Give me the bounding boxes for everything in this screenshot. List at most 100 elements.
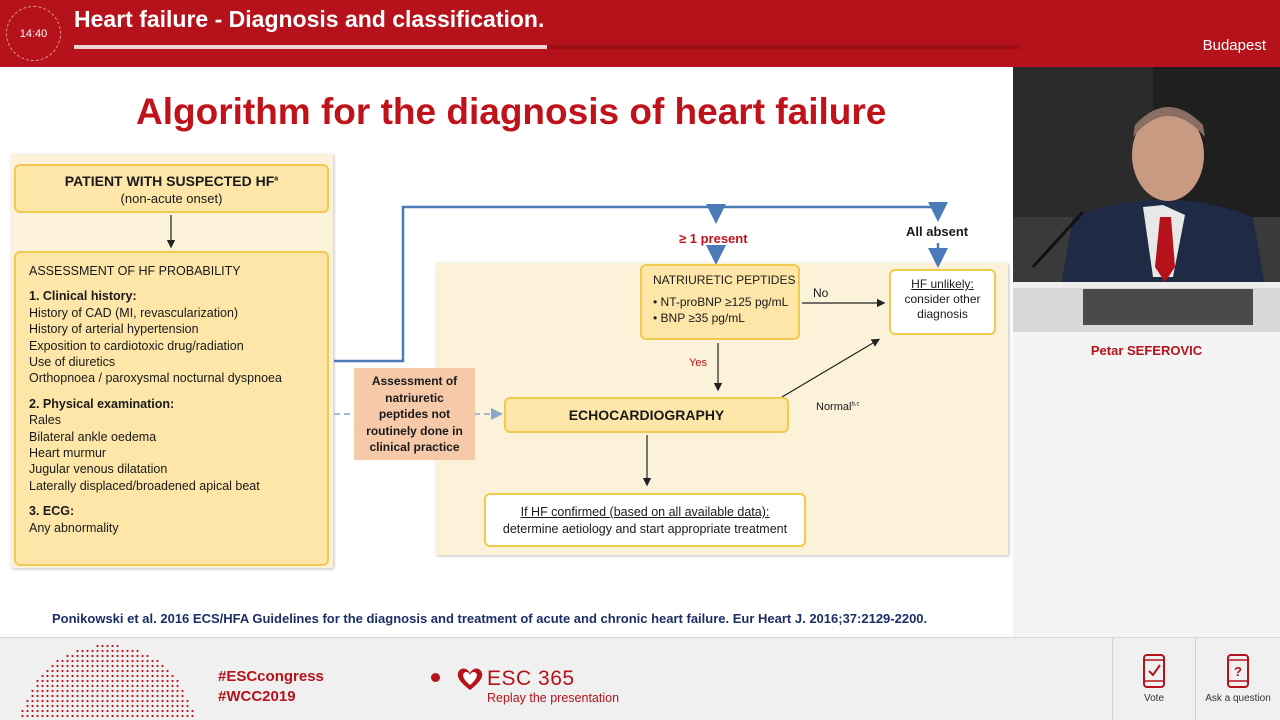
globe-dot	[101, 674, 104, 678]
globe-dot	[96, 689, 99, 693]
globe-dot	[136, 689, 139, 693]
decorative-globe-dots	[21, 644, 194, 718]
globe-dot	[116, 714, 119, 718]
globe-dot	[136, 669, 139, 673]
replay-presentation-link[interactable]: Replay the presentation	[487, 691, 620, 705]
globe-dot	[126, 704, 129, 708]
globe-dot	[76, 679, 79, 683]
globe-dot	[131, 679, 134, 683]
globe-dot	[141, 659, 144, 663]
globe-dot	[66, 709, 69, 713]
globe-dot	[121, 654, 124, 658]
globe-dot	[156, 714, 159, 718]
globe-dot	[66, 674, 69, 678]
globe-dot	[111, 704, 114, 708]
globe-dot	[76, 699, 79, 703]
globe-dot	[126, 674, 129, 678]
globe-dot	[76, 704, 79, 708]
globe-dot	[116, 699, 119, 703]
globe-dot	[66, 704, 69, 708]
globe-dot	[76, 694, 79, 698]
globe-dot	[91, 674, 94, 678]
globe-dot	[156, 704, 159, 708]
globe-dot	[166, 689, 169, 693]
esc365-brand[interactable]: ESC 365	[487, 667, 575, 690]
globe-dot	[171, 699, 174, 703]
globe-dot	[116, 664, 119, 668]
globe-dot	[81, 714, 84, 718]
globe-dot	[91, 664, 94, 668]
globe-dot	[91, 684, 94, 688]
absent-label: All absent	[906, 224, 969, 239]
globe-dot	[81, 694, 84, 698]
clinical-history-item: History of CAD (MI, revascularization)	[29, 305, 239, 320]
globe-dot	[76, 649, 79, 653]
vote-button[interactable]: Vote	[1113, 638, 1195, 720]
globe-dot	[131, 664, 134, 668]
globe-dot	[151, 659, 154, 663]
globe-dot	[121, 684, 124, 688]
globe-dot	[136, 709, 139, 713]
globe-dot	[81, 649, 84, 653]
globe-dot	[101, 714, 104, 718]
globe-dot	[101, 694, 104, 698]
globe-dot	[146, 709, 149, 713]
hf-unlikely-line: diagnosis	[917, 307, 968, 321]
hashtag-wcc[interactable]: #WCC2019	[218, 688, 296, 705]
globe-dot	[146, 664, 149, 668]
physical-exam-item: Jugular venous dilatation	[29, 462, 168, 477]
note-line: routinely done in	[366, 423, 463, 438]
globe-dot	[166, 684, 169, 688]
no-label: No	[813, 286, 829, 300]
session-timer: 14:40	[6, 6, 61, 61]
globe-dot	[126, 694, 129, 698]
globe-dot	[131, 694, 134, 698]
ask-question-button[interactable]: ? Ask a question	[1196, 638, 1280, 720]
globe-dot	[186, 704, 189, 708]
globe-dot	[136, 704, 139, 708]
globe-dot	[91, 659, 94, 663]
present-label: ≥ 1 present	[679, 231, 748, 246]
globe-dot	[111, 669, 114, 673]
globe-dot	[71, 704, 74, 708]
clinical-history-item: Exposition to cardiotoxic drug/radiation	[29, 338, 244, 353]
normal-label: Normalb,c	[816, 401, 860, 413]
globe-dot	[31, 694, 34, 698]
globe-dot	[61, 669, 64, 673]
globe-dot	[101, 689, 104, 693]
globe-dot	[106, 674, 109, 678]
hashtag-escongress[interactable]: #ESCcongress	[218, 668, 324, 685]
speaker-video[interactable]	[1013, 67, 1280, 332]
globe-dot	[56, 659, 59, 663]
session-progress-bar	[74, 45, 1020, 49]
globe-dot	[36, 709, 39, 713]
globe-dot	[156, 659, 159, 663]
globe-dot	[41, 679, 44, 683]
globe-dot	[111, 679, 114, 683]
globe-dot	[71, 709, 74, 713]
globe-dot	[151, 699, 154, 703]
globe-dot	[101, 699, 104, 703]
globe-dot	[71, 669, 74, 673]
globe-dot	[141, 669, 144, 673]
globe-dot	[46, 669, 49, 673]
globe-dot	[111, 684, 114, 688]
globe-dot	[116, 644, 119, 648]
globe-dot	[91, 704, 94, 708]
globe-dot	[176, 699, 179, 703]
globe-dot	[161, 679, 164, 683]
globe-dot	[86, 714, 89, 718]
globe-dot	[31, 699, 34, 703]
globe-dot	[91, 709, 94, 713]
globe-dot	[161, 689, 164, 693]
suspected-hf-title: PATIENT WITH SUSPECTED HFa	[64, 173, 279, 189]
globe-dot	[86, 669, 89, 673]
globe-dot	[71, 679, 74, 683]
globe-dot	[101, 644, 104, 648]
globe-dot	[161, 714, 164, 718]
globe-dot	[146, 714, 149, 718]
globe-dot	[101, 649, 104, 653]
globe-dot	[56, 684, 59, 688]
globe-dot	[106, 679, 109, 683]
globe-dot	[56, 714, 59, 718]
